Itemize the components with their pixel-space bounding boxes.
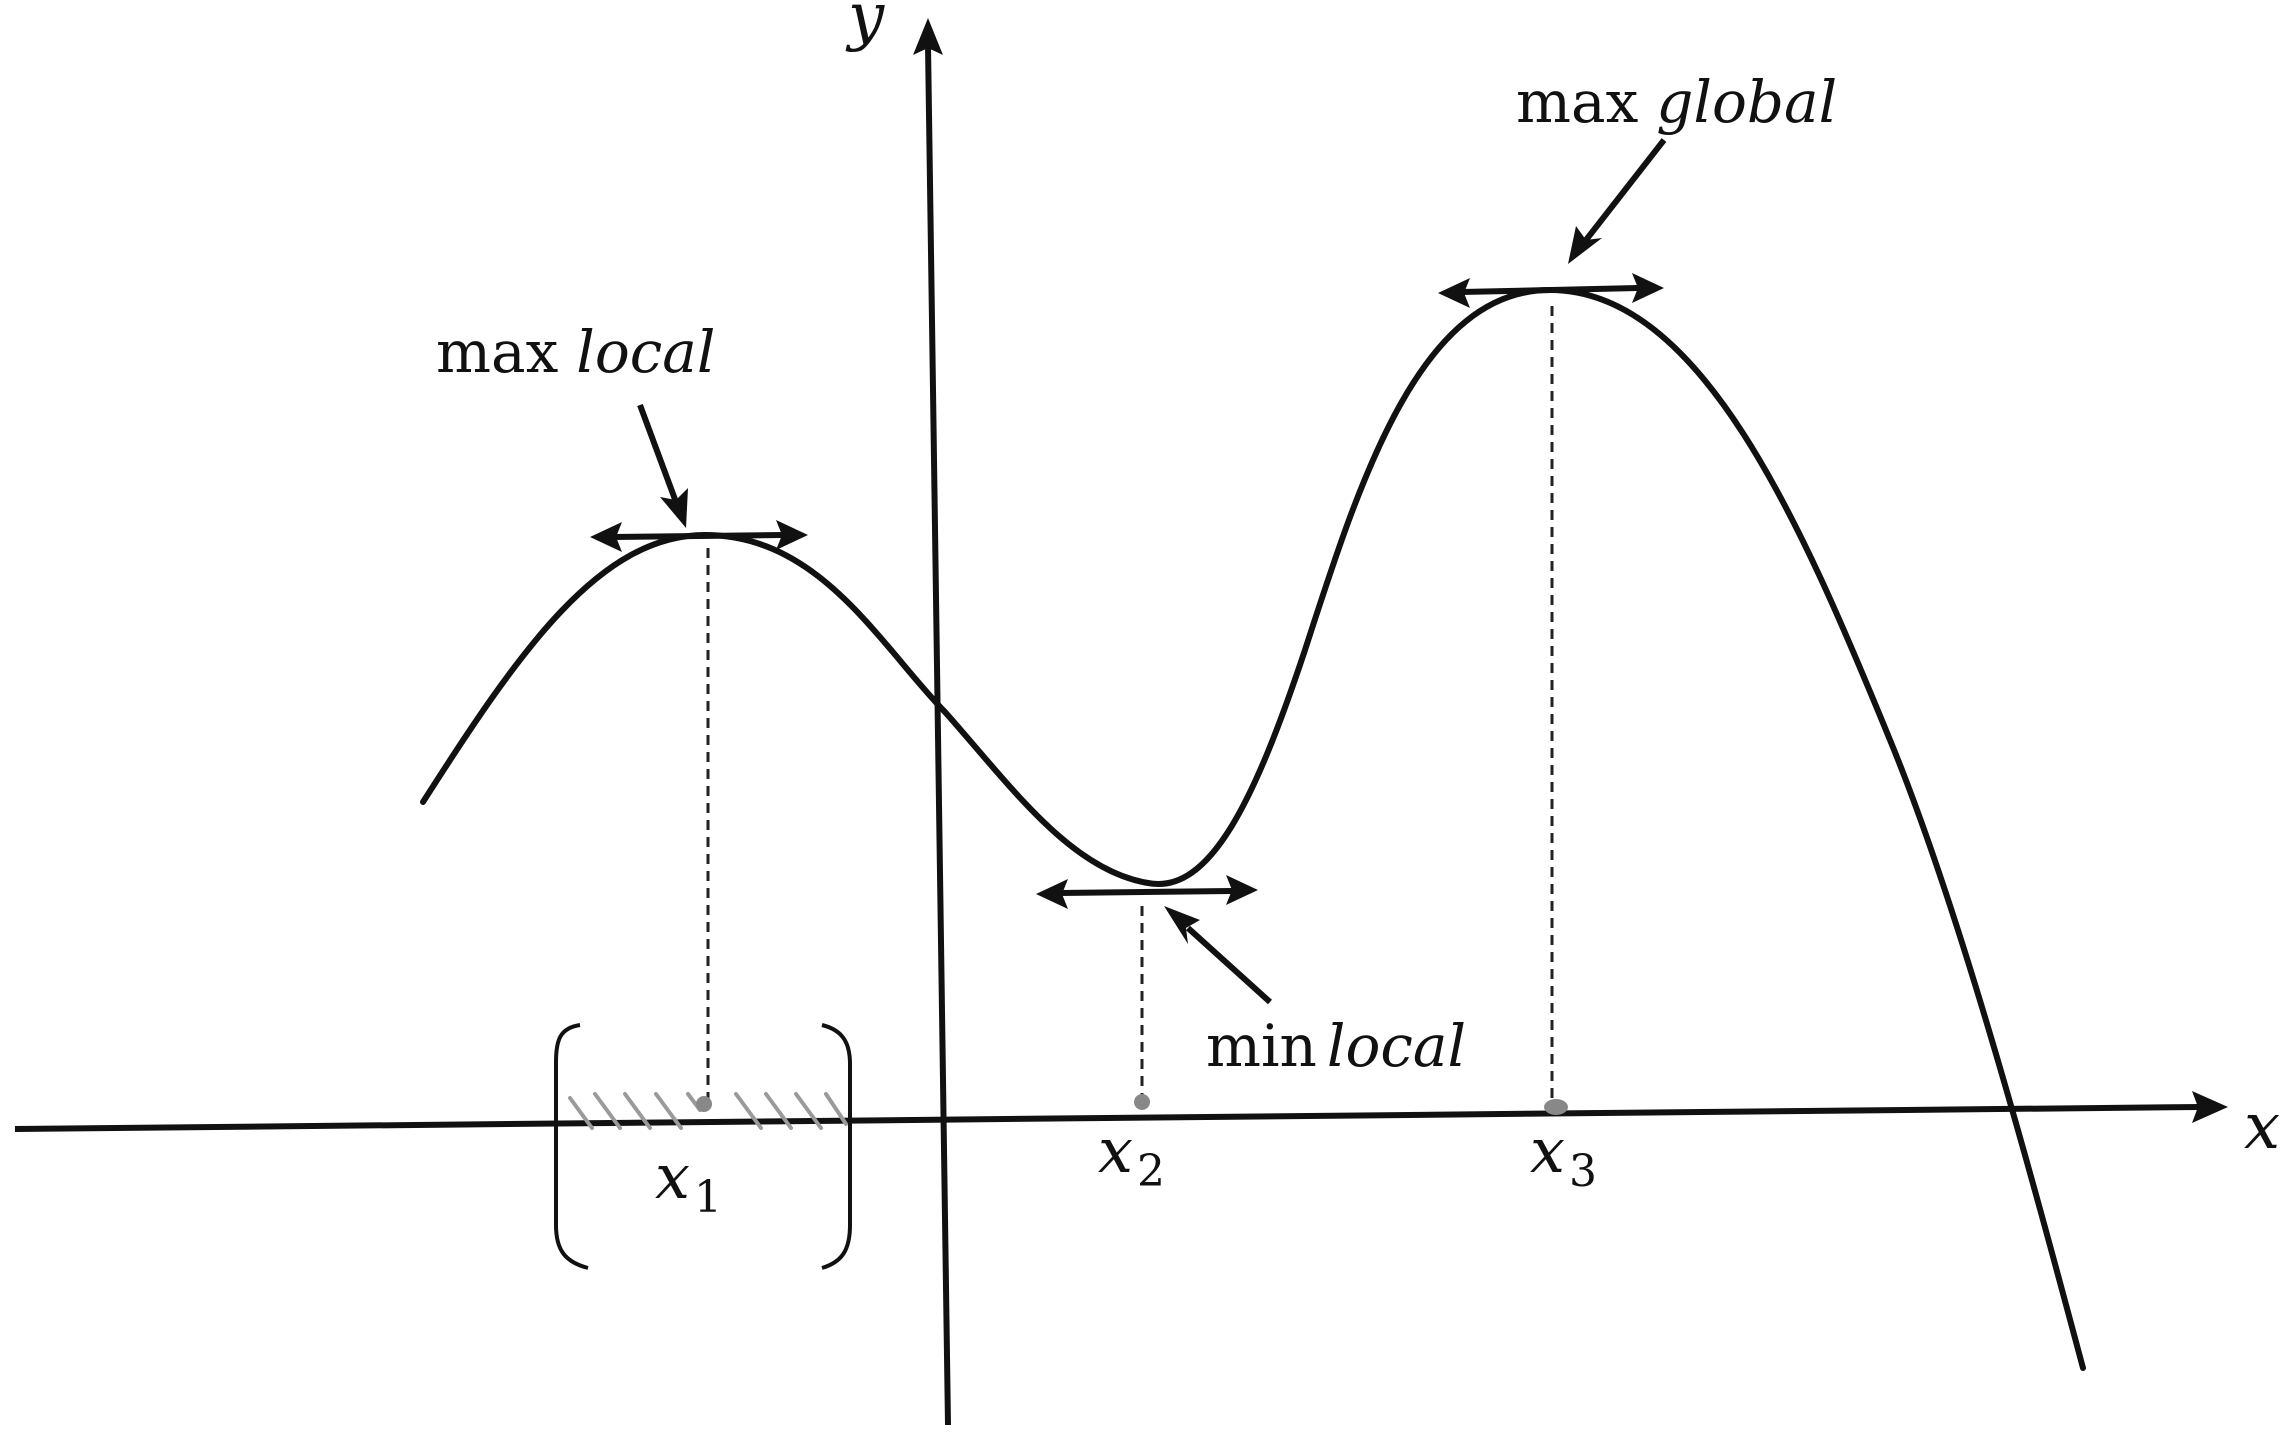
point-x3 <box>1544 1099 1568 1115</box>
label-x2: x2 <box>1098 1114 1165 1197</box>
left-bracket <box>554 1023 589 1270</box>
tangent-arrow-x1 <box>590 520 808 552</box>
neighborhood-hatch <box>568 1092 848 1130</box>
y-axis <box>925 44 951 1426</box>
right-bracket <box>821 1023 852 1270</box>
label-x3: x3 <box>1530 1114 1597 1197</box>
function-curve <box>420 287 2086 1371</box>
y-axis-label: y <box>845 0 885 54</box>
x-axis-label: x <box>2244 1090 2280 1164</box>
y-axis-arrowhead <box>913 18 943 55</box>
point-x1 <box>696 1096 712 1112</box>
arrow-min-local <box>1164 906 1273 1005</box>
arrow-max-local <box>637 403 688 528</box>
arrow-max-global <box>1568 138 1667 264</box>
x-axis-arrowhead <box>2192 1091 2228 1123</box>
tangent-arrow-x3 <box>1438 273 1664 308</box>
label-x1: x1 <box>655 1140 722 1223</box>
tangent-arrow-x2 <box>1036 875 1258 909</box>
x-axis <box>14 1104 2201 1132</box>
point-x2 <box>1134 1094 1150 1110</box>
